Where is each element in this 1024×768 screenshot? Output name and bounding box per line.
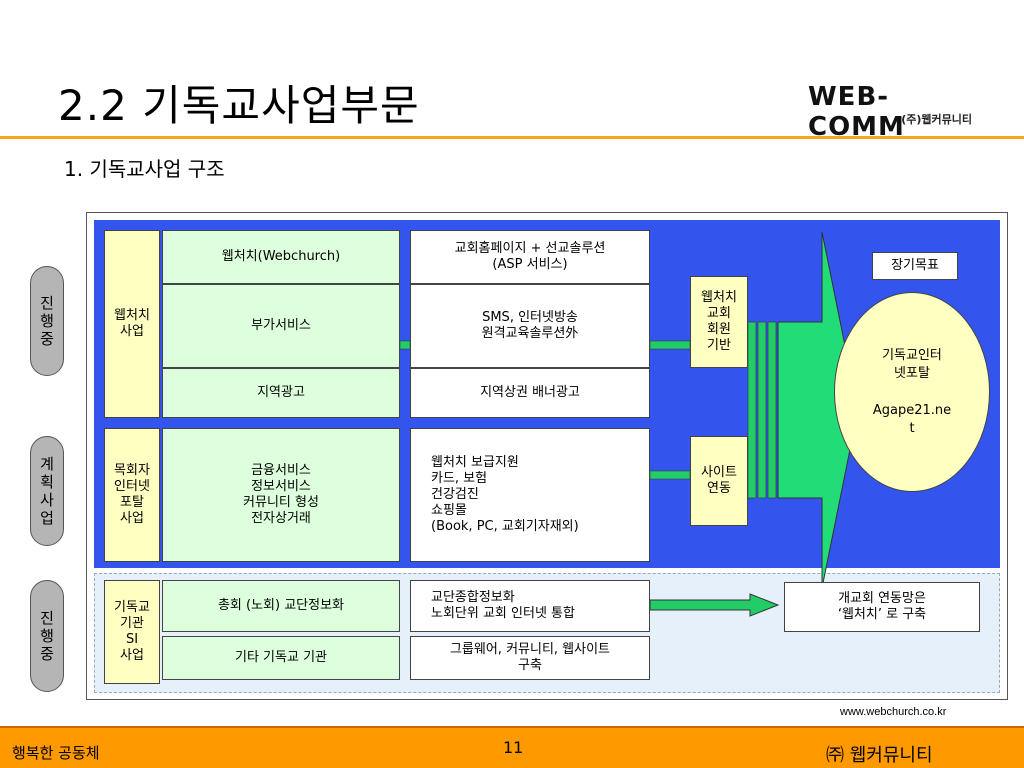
connector-bar-3 bbox=[649, 470, 691, 480]
page-number: 11 bbox=[503, 738, 524, 757]
portal-goal-name: 기독교인터 넷포탈 bbox=[882, 348, 942, 381]
pastor-portal-category: 목회자 인터넷 포탈 사업 bbox=[104, 428, 160, 562]
status-pill-in-progress-2: 진 행 중 bbox=[30, 580, 64, 692]
footer-bar bbox=[0, 726, 1024, 768]
logo-subtext: (주)웹커뮤니티 bbox=[901, 113, 972, 126]
groupware-detail: 그룹웨어, 커뮤니티, 웹사이트 구축 bbox=[410, 636, 650, 680]
denomination-info-detail: 교단종합정보화 노회단위 교회 인터넷 통합 bbox=[410, 580, 650, 632]
section-subtitle: 1. 기독교사업 구조 bbox=[64, 157, 225, 181]
portal-services: 금융서비스 정보서비스 커뮤니티 형성 전자상거래 bbox=[162, 428, 400, 562]
asp-service-detail: 교회홈페이지 + 선교솔루션 (ASP 서비스) bbox=[410, 230, 650, 284]
denomination-info-item: 총회 (노회) 교단정보화 bbox=[162, 580, 400, 632]
portal-goal-circle bbox=[834, 292, 990, 492]
page-title: 2.2 기독교사업부문 bbox=[58, 81, 420, 130]
si-outcome-box: 개교회 연동망은 ‘웹처치’ 로 구축 bbox=[784, 582, 980, 632]
big-green-arrow bbox=[777, 231, 859, 589]
portal-goal-site: Agape21.ne t bbox=[872, 403, 952, 436]
connector-bar-1 bbox=[399, 340, 411, 350]
stack-bar-1 bbox=[747, 321, 757, 499]
other-institution-item: 기타 기독교 기관 bbox=[162, 636, 400, 680]
long-term-goal-label: 장기목표 bbox=[872, 252, 958, 280]
member-base-box: 웹처치 교회 회원 기반 bbox=[690, 276, 748, 368]
footer-slogan: 행복한 공동체 bbox=[12, 744, 100, 762]
site-link-box: 사이트 연동 bbox=[690, 436, 748, 526]
si-business-category: 기독교 기관 SI 사업 bbox=[104, 580, 160, 684]
si-arrow bbox=[649, 593, 780, 617]
status-pill-in-progress-1: 진 행 중 bbox=[30, 266, 64, 376]
stack-bar-2 bbox=[757, 321, 767, 499]
webchurch-item: 웹처치(Webchurch) bbox=[162, 230, 400, 284]
additional-service-item: 부가서비스 bbox=[162, 284, 400, 368]
sms-broadcast-detail: SMS, 인터넷방송 원격교육솔루션外 bbox=[410, 284, 650, 368]
connector-bar-2 bbox=[649, 340, 691, 350]
banner-ad-detail: 지역상권 배너광고 bbox=[410, 368, 650, 418]
footer-company: ㈜ 웹커뮤니티 bbox=[826, 745, 933, 766]
webchurch-business-category: 웹처치 사업 bbox=[104, 230, 160, 418]
portal-services-detail: 웹처치 보급지원 카드, 보험 건강검진 쇼핑몰 (Book, PC, 교회기자… bbox=[410, 428, 650, 562]
website-url: www.webchurch.co.kr bbox=[840, 706, 947, 718]
local-ad-item: 지역광고 bbox=[162, 368, 400, 418]
stack-bar-3 bbox=[767, 321, 777, 499]
title-rule bbox=[0, 136, 1024, 139]
status-pill-planned: 계 획 사 업 bbox=[30, 436, 64, 546]
